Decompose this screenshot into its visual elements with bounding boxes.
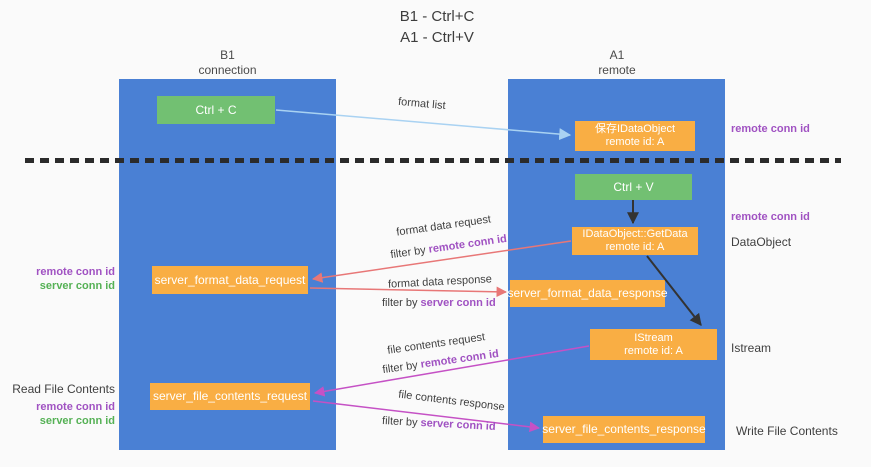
lifeline-a1-subtitle: remote <box>598 63 636 77</box>
ctrl-c-action-box: Ctrl + C <box>157 96 275 124</box>
idataobject-getdata-box: IDataObject::GetData remote id: A <box>572 227 698 255</box>
left-remote-conn-id-bottom: remote conn id <box>36 401 115 413</box>
lifeline-b1-title: B1 <box>220 48 235 62</box>
remote-conn-id-highlight-2: remote conn id <box>419 347 500 371</box>
server-file-contents-request-label: server_file_contents_request <box>152 389 308 403</box>
right-istream-label: Istream <box>731 341 772 355</box>
right-remote-conn-id-mid: remote conn id <box>731 211 810 223</box>
lifeline-header-b1: B1 connection <box>119 48 336 78</box>
format-data-request-label: format data request <box>395 213 492 239</box>
format-list-label: format list <box>397 95 447 113</box>
istream-line2: remote id: A <box>624 344 683 357</box>
server-file-contents-response-label: server_file_contents_response <box>542 422 706 436</box>
ctrl-v-action-box: Ctrl + V <box>575 174 692 200</box>
server-format-data-response-box: server_format_data_response <box>507 280 668 307</box>
save-idataobject-line1: 保存IDataObject <box>594 123 676 135</box>
phase-separator-dashed-line <box>25 158 841 163</box>
left-server-conn-id-mid: server conn id <box>39 280 115 292</box>
server-format-data-request-label: server_format_data_request <box>154 272 306 287</box>
server-file-contents-response-box: server_file_contents_response <box>542 416 706 443</box>
server-conn-id-highlight-1: server conn id <box>420 297 496 309</box>
diagram-title: B1 - Ctrl+C A1 - Ctrl+V <box>337 6 537 48</box>
format-data-response-label: format data response <box>387 273 493 291</box>
right-write-file-contents-label: Write File Contents <box>736 424 838 438</box>
idataobject-getdata-line2: remote id: A <box>605 241 665 253</box>
title-line-2: A1 - Ctrl+V <box>400 29 474 46</box>
lifeline-header-a1: A1 remote <box>508 48 726 78</box>
left-remote-conn-id-mid: remote conn id <box>36 266 115 278</box>
left-server-conn-id-bottom: server conn id <box>39 415 115 427</box>
server-format-data-request-box: server_format_data_request <box>152 266 308 294</box>
save-idataobject-line2: remote id: A <box>605 136 665 148</box>
filter-by-text-3: filter by <box>381 359 419 377</box>
idataobject-getdata-line1: IDataObject::GetData <box>582 228 688 240</box>
istream-line1: IStream <box>634 331 673 344</box>
lifeline-a1-title: A1 <box>609 48 625 62</box>
server-conn-id-highlight-2: server conn id <box>420 417 496 433</box>
title-line-1: B1 - Ctrl+C <box>399 8 475 25</box>
filter-by-text-4: filter by <box>381 415 418 429</box>
save-idataobject-box: 保存IDataObject remote id: A <box>575 121 695 151</box>
ctrl-v-label: Ctrl + V <box>613 179 654 194</box>
remote-conn-id-highlight-1: remote conn id <box>427 232 508 256</box>
lifeline-b1-subtitle: connection <box>198 63 257 77</box>
left-read-file-contents-label: Read File Contents <box>12 382 115 396</box>
right-dataobject-label: DataObject <box>731 235 792 249</box>
server-format-data-response-label: server_format_data_response <box>507 286 668 300</box>
file-contents-response-label: file contents response <box>397 388 506 414</box>
filter-by-text-1: filter by <box>389 244 427 262</box>
istream-box: IStream remote id: A <box>590 329 717 360</box>
right-remote-conn-id-top: remote conn id <box>731 123 810 135</box>
server-file-contents-request-box: server_file_contents_request <box>150 383 310 410</box>
ctrl-c-label: Ctrl + C <box>195 102 237 117</box>
filter-by-text-2: filter by <box>382 297 418 309</box>
